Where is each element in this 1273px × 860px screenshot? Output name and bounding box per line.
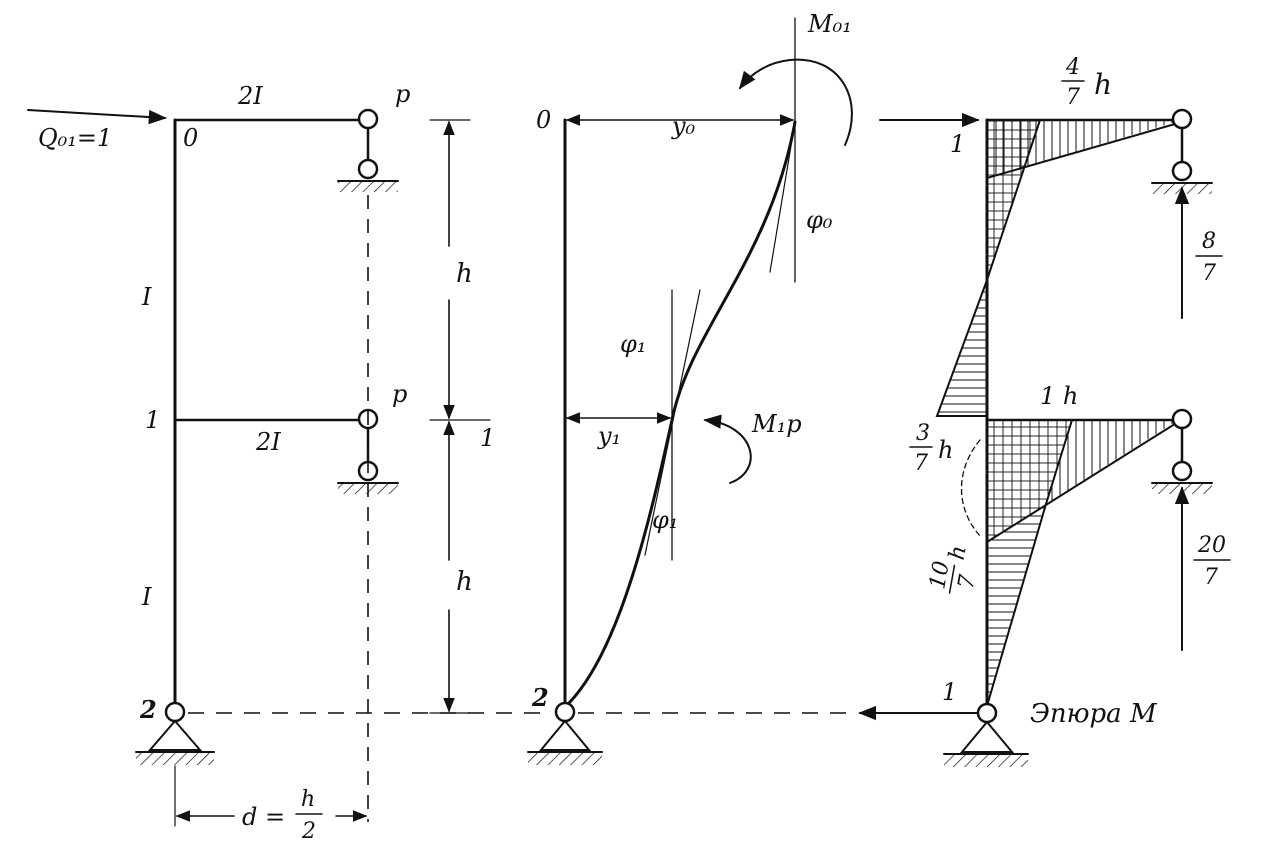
level-mark-label: 1 [480, 424, 495, 452]
mid-node-top-label: 0 [536, 106, 551, 134]
left-frame: Q₀₁=1 0 1 2 2I 2I I I p p h h 1 d = h [27, 80, 495, 844]
reaction-top-numerator: 8 [1202, 229, 1216, 254]
left-node-mid-label: 1 [145, 406, 160, 434]
left-value-numerator: 3 [916, 421, 930, 446]
d-dimension-numerator: h [301, 787, 315, 812]
mid-beam-moment-area [1046, 420, 1178, 504]
phi1-upper-label: φ₁ [620, 330, 646, 358]
reaction-bottom-numerator: 20 [1197, 533, 1226, 558]
mid-beam-stiffness: 2I [255, 428, 281, 456]
y0-label: y₀ [671, 112, 696, 140]
d-dimension-label: d = [242, 803, 285, 831]
top-hinge-label: p [395, 80, 410, 108]
phi1-lower-label: φ₁ [652, 506, 678, 534]
y1-label: y₁ [597, 422, 621, 450]
diagram-title: Эпюра M [1030, 699, 1158, 729]
m01-moment-arrow [738, 58, 853, 146]
mid-node-bottom-label: 2 [531, 683, 549, 712]
lower-value-suffix: h [945, 544, 972, 562]
lower-column-stiffness: I [141, 583, 152, 611]
mid-pin-support [527, 701, 603, 765]
d-dimension-denominator: 2 [301, 819, 316, 844]
reaction-bottom-denominator: 7 [1204, 565, 1218, 590]
left-value-denominator: 7 [914, 451, 928, 476]
m1p-label: M₁p [751, 410, 802, 438]
upper-column-stiffness: I [141, 283, 152, 311]
reaction-top-denominator: 7 [1202, 261, 1216, 286]
top-tangent [769, 121, 796, 273]
mid-tangent [644, 289, 701, 556]
diagram-pin-support [943, 702, 1029, 767]
load-label: Q₀₁=1 [38, 124, 112, 152]
diagram-force-bottom-label: 1 [942, 678, 957, 706]
top-value-suffix: h [1094, 68, 1112, 101]
diagram-node-top-label: 1 [950, 130, 965, 158]
top-hinge-support [337, 108, 399, 192]
phi0-label: φ₀ [806, 206, 833, 234]
lower-value-numerator: 10 [925, 559, 954, 591]
left-pin-support [135, 701, 215, 765]
middle-frame: 0 2 y₀ y₁ M₀₁ M₁p φ₀ φ₁ φ₁ [527, 10, 853, 765]
top-value-denominator: 7 [1066, 85, 1080, 110]
lower-value-denominator: 7 [954, 573, 981, 591]
mid-column-moment-area [987, 420, 1072, 542]
top-value-numerator: 4 [1065, 55, 1080, 80]
load-arrow [27, 109, 167, 125]
left-value-suffix: h [938, 436, 953, 464]
mid-value-label: 1 h [1040, 382, 1078, 410]
top-beam-stiffness: 2I [237, 82, 263, 110]
height-upper-label: h [456, 259, 473, 289]
lower-value-group: 10 7 h [925, 544, 981, 594]
m1p-moment-arrow [703, 414, 752, 484]
left-node-top-label: 0 [183, 124, 198, 152]
m01-label: M₀₁ [807, 10, 852, 38]
height-dimension [429, 119, 491, 714]
height-lower-label: h [456, 567, 473, 597]
moment-diagram: 1 1 Эпюра M 4 7 h 1 h 3 7 h 10 7 h 8 7 2… [858, 55, 1231, 767]
left-node-bottom-label: 2 [139, 695, 157, 724]
mid-hinge-label: p [392, 380, 407, 408]
d-dimension [174, 765, 368, 827]
